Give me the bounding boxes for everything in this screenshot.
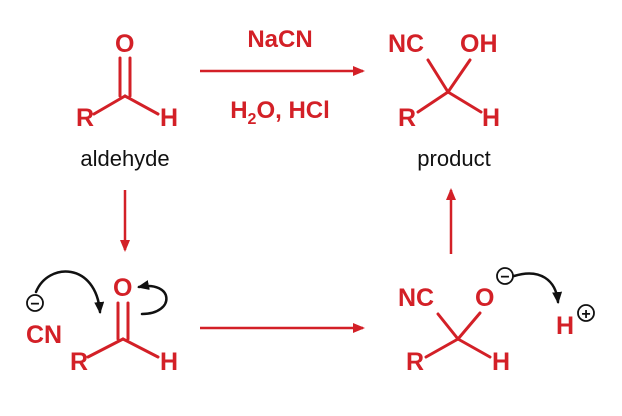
alkoxide-step: NC O − R H H + bbox=[398, 267, 595, 376]
product-molecule: NC OH R H product bbox=[388, 30, 500, 171]
aldehyde-r-group: R bbox=[76, 104, 94, 132]
cyanide-ion: CN bbox=[26, 321, 62, 349]
svg-text:+: + bbox=[581, 306, 590, 323]
alkoxide-nitrile: NC bbox=[398, 284, 434, 312]
intermediate-hydrogen: H bbox=[160, 348, 178, 376]
svg-text:−: − bbox=[30, 296, 39, 313]
product-label: product bbox=[417, 146, 490, 171]
reagent-nacn: NaCN bbox=[247, 26, 312, 53]
alkoxide-r-group: R bbox=[406, 348, 424, 376]
svg-text:−: − bbox=[500, 269, 509, 286]
aldehyde-molecule: O R H aldehyde bbox=[76, 30, 178, 171]
intermediate-oxygen: O bbox=[113, 274, 132, 302]
reagent-water-hcl: H2O, HCl bbox=[230, 97, 330, 128]
pi-to-oxygen-curly-arrow-icon bbox=[137, 280, 168, 316]
aldehyde-hydrogen: H bbox=[160, 104, 178, 132]
cyanide-attack-step: − CN O R H bbox=[26, 270, 178, 376]
product-nitrile: NC bbox=[388, 30, 424, 58]
alkoxide-oxygen: O bbox=[475, 284, 494, 312]
proton: H bbox=[556, 312, 574, 340]
product-r-group: R bbox=[398, 104, 416, 132]
proton-positive-charge bbox=[577, 304, 595, 322]
oxygen-to-proton-curly-arrow-icon bbox=[512, 272, 563, 304]
aldehyde-label: aldehyde bbox=[80, 146, 169, 171]
product-hydroxyl: OH bbox=[460, 30, 498, 58]
product-hydrogen: H bbox=[482, 104, 500, 132]
intermediate-r-group: R bbox=[70, 348, 88, 376]
alkoxide-hydrogen: H bbox=[492, 348, 510, 376]
cyanide-negative-charge bbox=[26, 294, 44, 312]
cn-to-carbon-curly-arrow-icon bbox=[34, 270, 105, 314]
aldehyde-oxygen: O bbox=[115, 30, 134, 58]
